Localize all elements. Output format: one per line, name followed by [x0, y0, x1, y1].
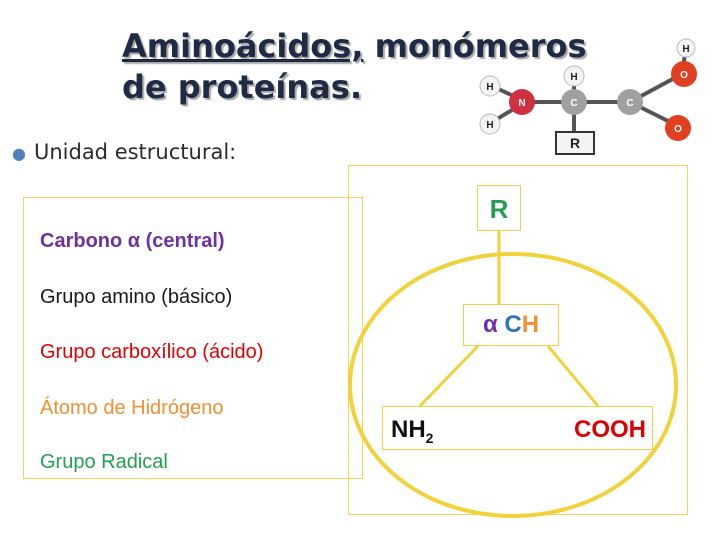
carbon-label: C [504, 311, 522, 338]
bullet-text: Unidad estructural: [33, 140, 237, 164]
svg-text:H: H [486, 82, 493, 93]
atom-n: N [509, 89, 535, 115]
atom-c1: C [561, 89, 587, 115]
bond-c-nh2 [418, 344, 480, 408]
legend-atomo-hidrogeno: Átomo de Hidrógeno [40, 397, 224, 419]
legend-carbono-label: Carbono [40, 230, 123, 252]
atom-h-o: H [676, 38, 696, 58]
hydrogen-label: H [521, 311, 540, 338]
nh-subscript: 2 [425, 429, 434, 446]
svg-text:O: O [674, 124, 682, 135]
svg-text:C: C [570, 98, 577, 109]
title-line2: de proteínas. [122, 68, 362, 106]
svg-text:H: H [682, 44, 689, 55]
atom-r: R [555, 131, 595, 155]
atom-o2: O [665, 115, 691, 141]
svg-text:N: N [518, 98, 525, 109]
legend-carbono-alfa: Carbono α (central) [40, 230, 225, 253]
alpha-carbon-box: α CH [463, 304, 559, 346]
atom-c2: C [617, 89, 643, 115]
carboxyl-group-label: COOH [574, 416, 646, 443]
svg-text:H: H [570, 72, 577, 83]
legend-grupo-amino: Grupo amino (básico) [40, 286, 233, 308]
amino-ellipse [348, 252, 678, 518]
atom-h-top: H [563, 65, 585, 87]
title-part2: monómeros [363, 27, 587, 65]
amino-acid-molecule-illustration: H H N H C C H O O R [479, 38, 697, 155]
amino-group-label: NH2 [391, 416, 433, 446]
atom-o1: O [671, 61, 697, 87]
radical-box: R [477, 185, 521, 231]
bullet-icon: ● [12, 144, 26, 163]
legend-carbono-suffix: (central) [140, 230, 225, 252]
legend-grupo-carboxilico: Grupo carboxílico (ácido) [40, 341, 264, 363]
alpha-symbol-diagram: α [482, 311, 498, 338]
slide-title: Aminoácidos, monómeros de proteínas. [122, 26, 662, 108]
svg-text:R: R [570, 135, 580, 151]
nh-text: NH [391, 416, 426, 443]
atom-h1: H [479, 75, 501, 97]
legend-grupo-radical: Grupo Radical [40, 451, 168, 473]
svg-text:O: O [680, 70, 688, 81]
svg-text:C: C [626, 98, 633, 109]
alpha-symbol: α [127, 230, 141, 252]
bullet-unidad-estructural: ● Unidad estructural: [12, 140, 236, 164]
svg-text:H: H [486, 120, 493, 131]
bond-c-cooh [546, 345, 600, 407]
functional-groups-box: NH2 COOH [382, 406, 653, 450]
title-underlined-part: Aminoácidos, [122, 27, 364, 65]
atom-h2: H [479, 113, 501, 135]
